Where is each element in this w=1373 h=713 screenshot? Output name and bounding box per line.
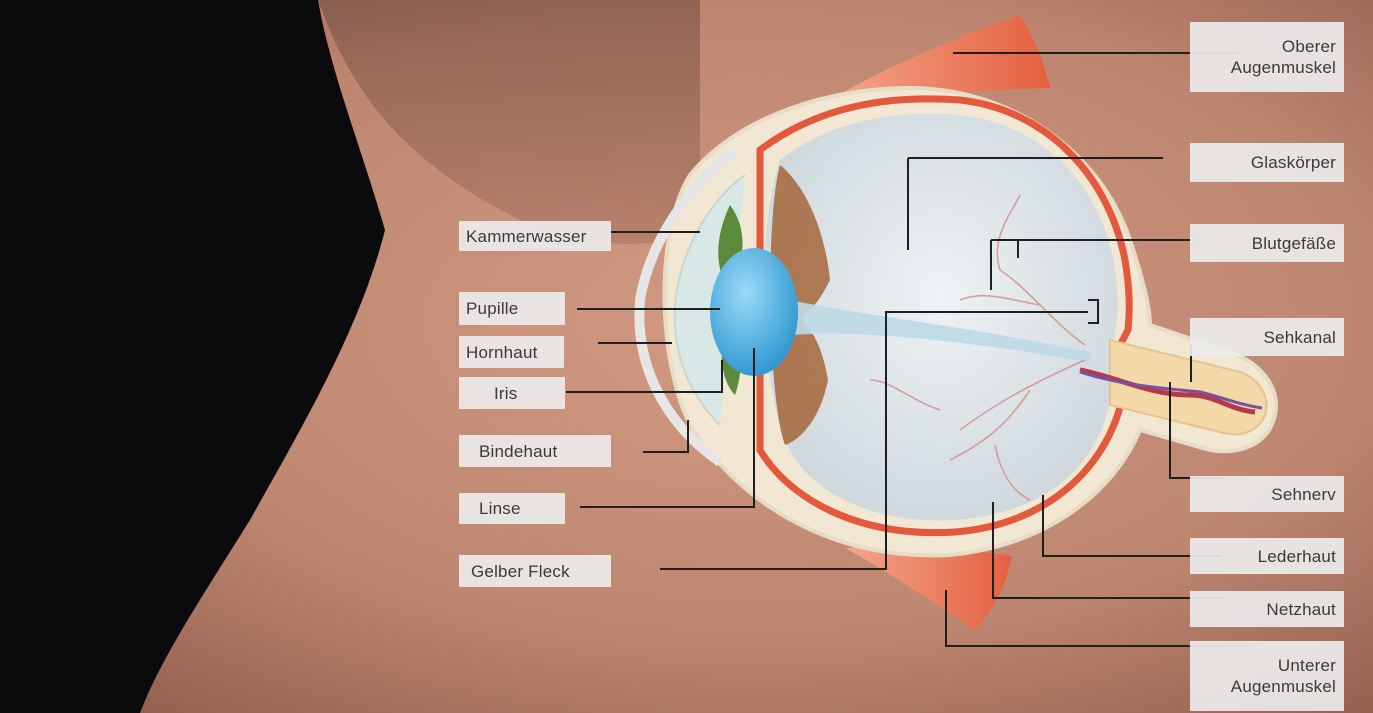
label-oberer-line1: Oberer	[1282, 36, 1336, 57]
label-sehkanal: Sehkanal	[1190, 318, 1344, 356]
label-oberer-augenmuskel: Oberer Augenmuskel	[1190, 22, 1344, 92]
leader-gelber-fleck	[660, 312, 1088, 569]
label-unterer-augenmuskel: Unterer Augenmuskel	[1190, 641, 1344, 711]
label-unterer-line2: Augenmuskel	[1231, 676, 1336, 697]
label-iris: Iris	[459, 377, 565, 409]
label-netzhaut: Netzhaut	[1190, 591, 1344, 627]
leader-sehnerv	[1170, 382, 1222, 478]
label-bindehaut: Bindehaut	[459, 435, 611, 467]
label-oberer-line2: Augenmuskel	[1231, 57, 1336, 78]
label-unterer-line1: Unterer	[1278, 655, 1336, 676]
label-lederhaut: Lederhaut	[1190, 538, 1344, 574]
leader-iris	[566, 360, 722, 392]
label-glaskoerper: Glaskörper	[1190, 143, 1344, 182]
label-pupille: Pupille	[459, 292, 565, 325]
label-blutgefaesse: Blutgefäße	[1190, 224, 1344, 262]
leader-linse	[580, 348, 754, 507]
label-sehnerv: Sehnerv	[1190, 476, 1344, 512]
leader-bindehaut	[643, 420, 688, 452]
leader-gelber-fleck-box	[1088, 300, 1098, 323]
label-linse: Linse	[459, 493, 565, 524]
label-kammerwasser: Kammerwasser	[459, 221, 611, 251]
label-gelber-fleck: Gelber Fleck	[459, 555, 611, 587]
label-hornhaut: Hornhaut	[459, 336, 564, 368]
leader-netzhaut	[993, 502, 1222, 598]
